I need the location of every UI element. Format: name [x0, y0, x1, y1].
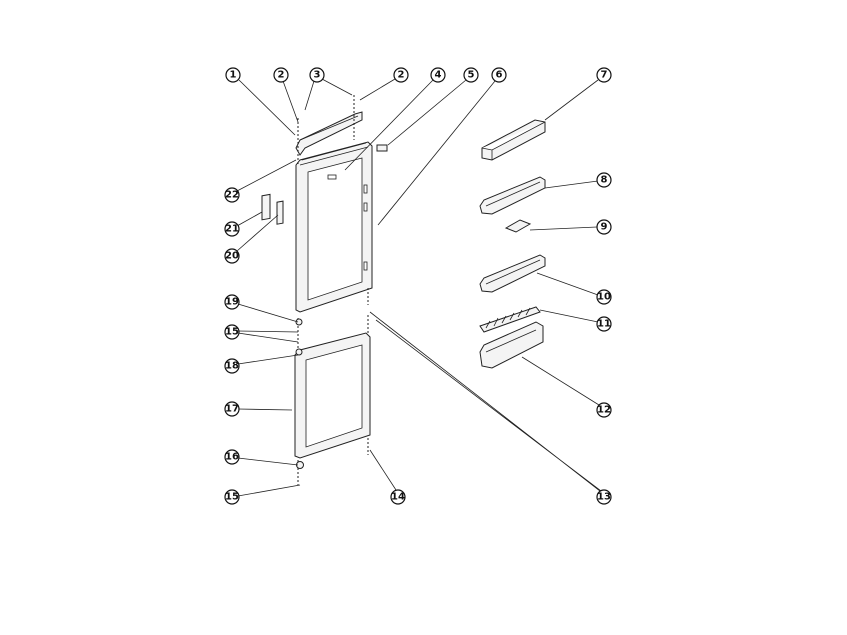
- svg-text:6: 6: [496, 70, 503, 81]
- callout-4: 4: [430, 67, 446, 83]
- callout-22: 22: [224, 187, 240, 203]
- svg-text:18: 18: [225, 361, 239, 372]
- top-hinge-cover: [295, 111, 363, 156]
- svg-text:3: 3: [314, 70, 321, 81]
- shelf-10: [479, 254, 546, 293]
- part-9-insert: [504, 219, 532, 233]
- callout-8: 8: [596, 172, 612, 188]
- svg-text:7: 7: [601, 70, 608, 81]
- svg-text:2: 2: [278, 70, 285, 81]
- svg-text:15: 15: [225, 492, 239, 503]
- svg-text:13: 13: [597, 492, 611, 503]
- svg-text:16: 16: [225, 452, 239, 463]
- callout-10: 10: [596, 289, 612, 305]
- svg-text:15: 15: [225, 327, 239, 338]
- callout-18: 18: [224, 358, 240, 374]
- svg-text:5: 5: [468, 70, 475, 81]
- callout-7: 7: [596, 67, 612, 83]
- callout-5: 5: [463, 67, 479, 83]
- svg-text:21: 21: [225, 224, 239, 235]
- svg-text:19: 19: [225, 297, 239, 308]
- svg-text:17: 17: [225, 404, 239, 415]
- callout-9: 9: [596, 219, 612, 235]
- callout-12: 12: [596, 402, 612, 418]
- callout-6: 6: [491, 67, 507, 83]
- callout-14: 14: [390, 489, 406, 505]
- callout-11: 11: [596, 316, 612, 332]
- callout-2: 2: [273, 67, 289, 83]
- shelf-12: [479, 321, 544, 369]
- svg-text:11: 11: [597, 319, 611, 330]
- svg-text:2: 2: [398, 70, 405, 81]
- callout-2b: 2: [393, 67, 409, 83]
- callout-15b: 15: [224, 489, 240, 505]
- leader-lines: [236, 78, 602, 497]
- svg-text:1: 1: [230, 70, 237, 81]
- hinge-parts: [295, 318, 304, 469]
- callout-3: 3: [309, 67, 325, 83]
- svg-text:14: 14: [391, 492, 405, 503]
- callout-21: 21: [224, 221, 240, 237]
- svg-text:22: 22: [225, 190, 239, 201]
- part-11-rail: [479, 306, 541, 333]
- upper-door: [295, 141, 373, 313]
- shelf-7: [481, 119, 546, 161]
- labels-20-21: [261, 193, 284, 225]
- callout-13: 13: [596, 489, 612, 505]
- lower-door: [294, 332, 371, 459]
- callout-1: 1: [225, 67, 241, 83]
- svg-text:9: 9: [601, 222, 608, 233]
- svg-text:8: 8: [601, 175, 608, 186]
- svg-text:4: 4: [435, 70, 442, 81]
- svg-text:10: 10: [597, 292, 611, 303]
- callout-15: 15: [224, 324, 240, 340]
- callout-17: 17: [224, 401, 240, 417]
- callout-20: 20: [224, 248, 240, 264]
- callout-19: 19: [224, 294, 240, 310]
- svg-text:20: 20: [225, 251, 239, 262]
- shelf-8: [479, 176, 546, 215]
- svg-text:12: 12: [597, 405, 611, 416]
- callout-16: 16: [224, 449, 240, 465]
- part-5-clip: [376, 144, 388, 152]
